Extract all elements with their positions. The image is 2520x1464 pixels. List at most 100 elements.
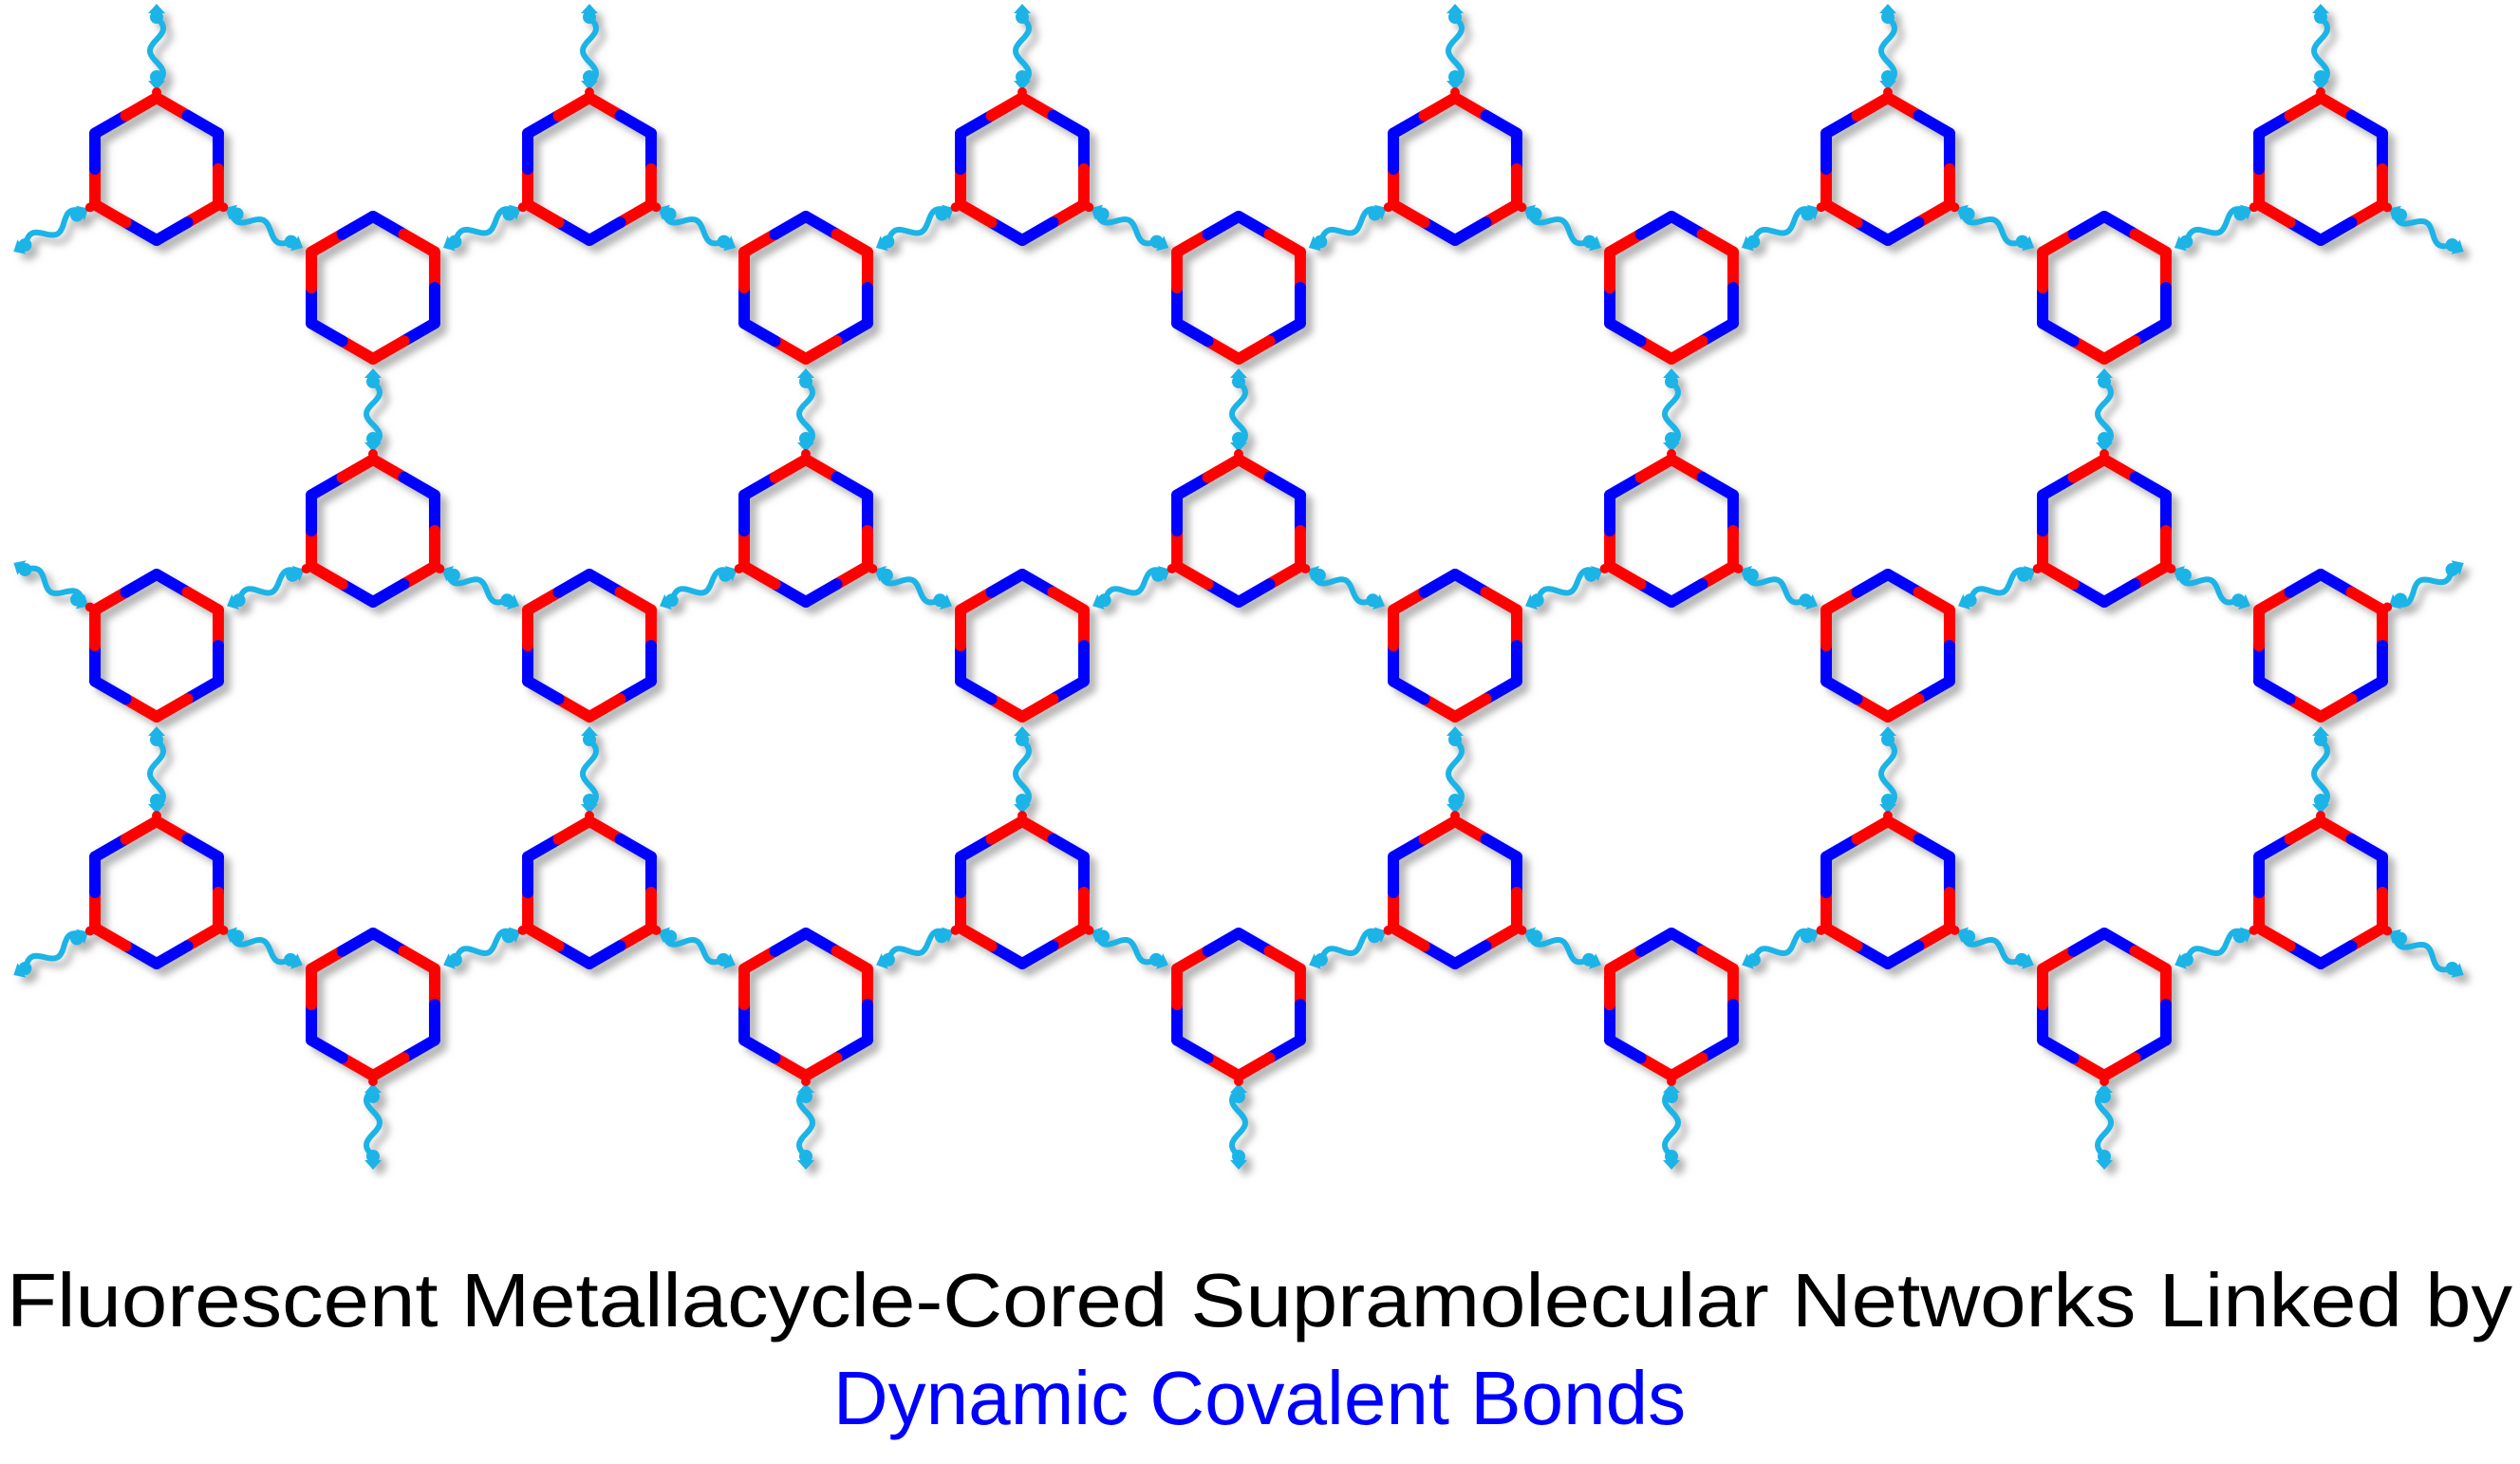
linker-chain: [2183, 206, 2250, 245]
linker-end-node: [284, 952, 298, 967]
linker-end-node: [446, 568, 460, 582]
linker-chain: [1092, 930, 1160, 966]
metallacycle-metal-edge: [738, 228, 781, 258]
metallacycle-metal-edge: [1233, 335, 1276, 365]
linker-end-node: [1314, 235, 1328, 249]
metallacycle-metal-edge: [1449, 92, 1492, 122]
linker-end-node: [1448, 733, 1462, 746]
linker-end-node: [1881, 794, 1895, 807]
linker-chain: [452, 206, 519, 245]
linker-end-node: [2394, 592, 2408, 607]
metallacycle-metal-edge: [120, 92, 162, 122]
metallacycle-ligand-edge: [831, 317, 873, 347]
linker-end-node: [2394, 931, 2408, 946]
linker-chain: [1101, 567, 1168, 604]
metallacycle-ligand-edge: [2099, 578, 2141, 608]
linker-end-node: [286, 568, 300, 582]
linker-chain: [1228, 379, 1249, 449]
linker-end-icon: [797, 368, 814, 378]
metallacycle-metal-edge: [1666, 454, 1708, 483]
metallacycle-ligand-edge: [955, 675, 998, 705]
metallacycle-metal-edge: [1882, 92, 1925, 122]
metallacycle-ligand-edge: [1263, 471, 1306, 501]
metallacycle-ligand-edge: [2099, 211, 2141, 240]
linker-end-node: [1963, 593, 1977, 608]
linker-chain: [1750, 206, 1818, 245]
metallacycle-metal-edge: [151, 693, 194, 723]
metallacycle-metal-edge: [955, 922, 998, 952]
linker-end-node: [366, 1090, 380, 1103]
metallacycle-ligand-edge: [769, 578, 812, 608]
metallacycle-ligand-edge: [1233, 578, 1276, 608]
linker-chain: [1958, 207, 2025, 247]
metallacycle-ligand-edge: [89, 109, 132, 140]
linker-chain: [660, 207, 727, 247]
linker-end-node: [2445, 962, 2459, 975]
linker-chain: [146, 737, 167, 811]
linker-end-node: [448, 235, 462, 249]
linker-chain: [1445, 14, 1465, 87]
linker-end-icon: [2312, 726, 2329, 736]
metallacycle-ligand-edge: [1263, 317, 1306, 347]
metallacycle-ligand-edge: [2037, 1034, 2080, 1064]
metallacycle-ligand-edge: [1913, 675, 1955, 705]
metallacycle-ligand-edge: [120, 940, 162, 969]
metallacycle-metal-edge: [800, 335, 843, 365]
linker-end-node: [18, 238, 32, 252]
metallacycle-metal-edge: [306, 945, 348, 975]
linker-chain: [795, 1086, 816, 1159]
metallacycle-ligand-edge: [831, 1034, 873, 1064]
linker-end-node: [663, 207, 677, 221]
metallacycle-metal-edge: [367, 1052, 410, 1081]
linker-end-node: [1582, 235, 1596, 249]
metallacycle-metal-edge: [1480, 198, 1522, 229]
linker-end-icon: [1663, 1083, 1680, 1093]
linker-end-node: [150, 794, 163, 807]
metallacycle-ligand-edge: [151, 940, 194, 969]
metallacycle-metal-edge: [1851, 816, 1894, 845]
linker-end-icon: [364, 368, 382, 378]
linker-chain: [227, 207, 294, 247]
linker-end-node: [935, 207, 949, 221]
metallacycle-metal-edge: [584, 92, 626, 122]
metallacycle-metal-edge: [1480, 586, 1522, 616]
metallacycle-ligand-edge: [2067, 928, 2110, 957]
metallacycle-metal-edge: [2067, 335, 2110, 365]
metallacycle-metal-edge: [89, 198, 132, 229]
linker-end-node: [717, 235, 731, 249]
linker-chain: [579, 14, 600, 87]
metallacycle-metal-edge: [769, 335, 812, 365]
metallacycle-metal-edge: [831, 228, 873, 258]
metallacycle-ligand-edge: [1851, 569, 1894, 598]
metallacycle-metal-edge: [738, 945, 781, 975]
metallacycle-ligand-edge: [1449, 216, 1492, 246]
linker-end-node: [1096, 929, 1111, 944]
linker-end-node: [1881, 733, 1895, 746]
metallacycle-ligand-edge: [522, 109, 565, 140]
metallacycle-metal-edge: [367, 454, 410, 483]
metallacycle-metal-edge: [120, 816, 162, 845]
linker-end-node: [2445, 238, 2459, 252]
metallacycle-ligand-edge: [181, 109, 224, 140]
linker-end-icon: [364, 1160, 382, 1170]
metallacycle-metal-edge: [2129, 945, 2172, 975]
metallacycle-ligand-edge: [1449, 940, 1492, 969]
linker-end-node: [2314, 733, 2327, 746]
linker-end-node: [1232, 1090, 1245, 1103]
linker-end-node: [2179, 952, 2193, 967]
metallacycle-metal-edge: [1696, 945, 1739, 975]
metallacycle-ligand-edge: [367, 211, 410, 240]
metallacycle-ligand-edge: [1882, 940, 1925, 969]
linker-chain: [795, 379, 816, 449]
linker-end-node: [2233, 207, 2248, 221]
metallacycle-ligand-edge: [1017, 569, 1059, 598]
linker-chain: [1958, 930, 2025, 966]
metallacycle-metal-edge: [1171, 945, 1214, 975]
metallacycle-metal-edge: [769, 1052, 812, 1081]
metallacycle-metal-edge: [2253, 586, 2296, 616]
metallacycle-metal-edge: [985, 816, 1028, 845]
linker-end-node: [366, 1150, 380, 1163]
metallacycle-metal-edge: [398, 560, 440, 591]
linker-end-node: [881, 235, 895, 249]
metallacycle-ligand-edge: [552, 569, 595, 598]
